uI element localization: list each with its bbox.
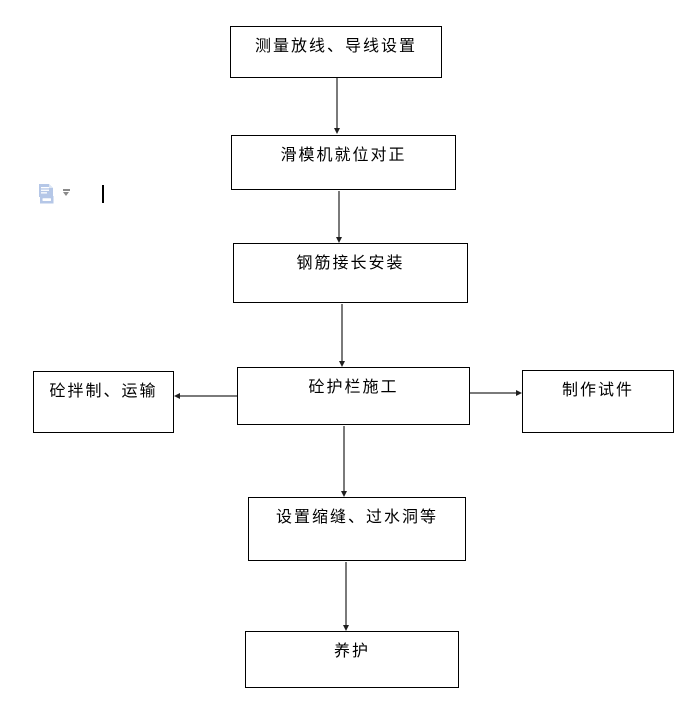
flow-node-specimen[interactable]: 制作试件: [522, 370, 674, 433]
paste-options-icon: [39, 184, 54, 204]
arrow-guardrail-to-mixing: [180, 395, 237, 397]
flow-node-joints[interactable]: 设置缩缝、过水洞等: [248, 497, 466, 561]
flow-node-label: 钢筋接长安装: [296, 255, 405, 272]
arrow-joints-to-curing: [345, 562, 347, 625]
flow-node-curing[interactable]: 养护: [245, 631, 459, 688]
flow-node-label: 设置缩缝、过水洞等: [275, 509, 438, 526]
flow-node-label: 测量放线、导线设置: [254, 38, 417, 55]
arrow-guardrail-to-joints: [343, 426, 345, 491]
arrow-rebar-to-guardrail: [341, 304, 343, 361]
flow-node-label: 滑模机就位对正: [280, 147, 407, 164]
paste-options-button[interactable]: [38, 184, 72, 204]
arrow-slipform-to-rebar: [338, 191, 340, 237]
flow-node-label: 砼拌制、运输: [49, 383, 158, 400]
arrow-guardrail-to-specimen: [470, 392, 516, 394]
flow-node-survey[interactable]: 测量放线、导线设置: [230, 26, 442, 78]
flow-node-guardrail[interactable]: 砼护栏施工: [237, 367, 470, 425]
flow-node-label: 制作试件: [561, 382, 634, 399]
flow-node-label: 养护: [333, 643, 370, 660]
flow-node-label: 砼护栏施工: [308, 379, 399, 396]
flow-node-mixing[interactable]: 砼拌制、运输: [33, 371, 174, 433]
flow-node-slipform[interactable]: 滑模机就位对正: [231, 135, 456, 190]
text-cursor: [102, 185, 104, 203]
flow-node-rebar[interactable]: 钢筋接长安装: [233, 243, 468, 303]
chevron-down-icon[interactable]: [62, 189, 70, 196]
arrow-survey-to-slipform: [336, 78, 338, 128]
